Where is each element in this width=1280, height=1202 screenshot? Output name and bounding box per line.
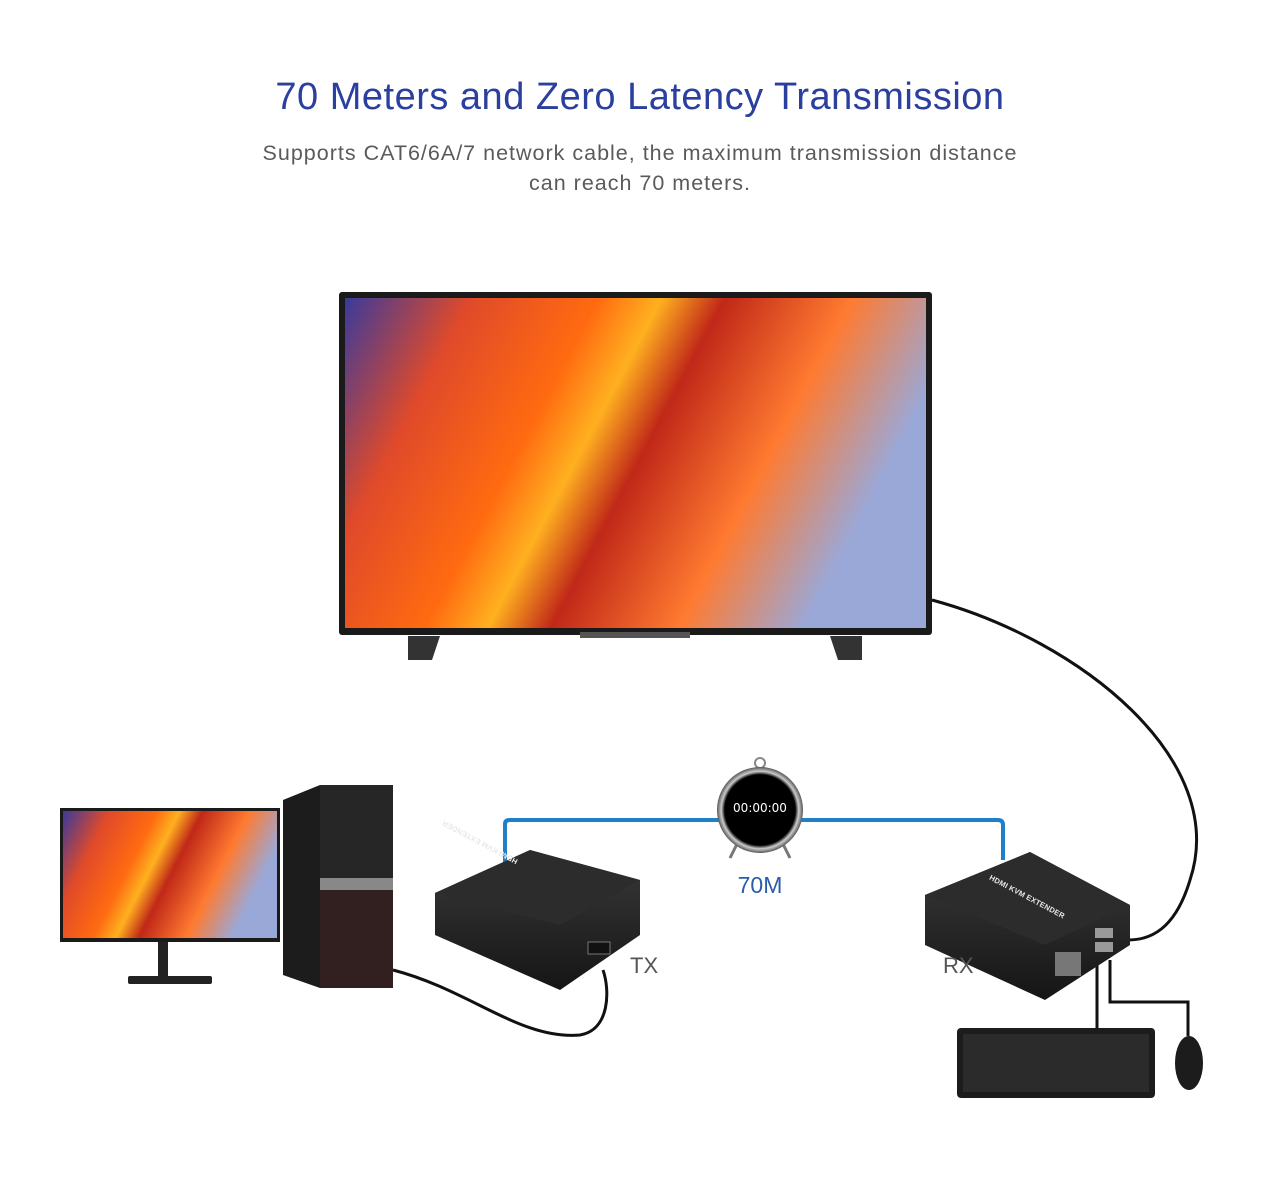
mouse xyxy=(1175,1036,1203,1090)
page-title: 70 Meters and Zero Latency Transmission xyxy=(275,76,1005,118)
tx-extender-device xyxy=(435,850,640,990)
tv-display xyxy=(339,292,932,660)
keyboard xyxy=(957,1028,1155,1098)
stopwatch-icon xyxy=(717,757,803,859)
subtitle: Supports CAT6/6A/7 network cable, the ma… xyxy=(0,138,1280,198)
tx-label: TX xyxy=(630,953,659,978)
pc-hdmi-cable xyxy=(392,968,609,1037)
pc-tower xyxy=(283,785,393,988)
rx-extender-device xyxy=(925,852,1130,1000)
subtitle-line-1: Supports CAT6/6A/7 network cable, the ma… xyxy=(262,141,1018,165)
rx-label: RX xyxy=(943,953,974,978)
tv-hdmi-cable xyxy=(931,598,1198,942)
mouse-usb-cable xyxy=(1108,960,1190,1036)
timer-display: 00:00:00 xyxy=(733,801,787,815)
subtitle-line-2: can reach 70 meters. xyxy=(529,171,751,195)
pc-monitor xyxy=(60,808,280,984)
distance-label: 70M xyxy=(737,872,783,898)
